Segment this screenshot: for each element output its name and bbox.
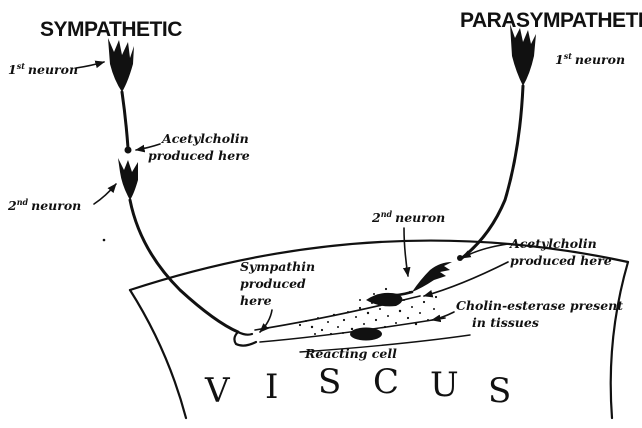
cholinesterase-label: Cholin-esterase present in tissues xyxy=(432,298,623,330)
para-first-neuron-body xyxy=(510,24,536,86)
svg-text:Sympathin: Sympathin xyxy=(240,259,315,274)
svg-text:produced: produced xyxy=(240,276,306,291)
parasympathetic-heading: PARASYMPATHETIC xyxy=(460,9,642,32)
para-acetylcholin-label: Acetylcholin produced here xyxy=(424,236,612,296)
sympathetic-heading: SYMPATHETIC xyxy=(40,18,182,41)
svg-text:Acetylcholin: Acetylcholin xyxy=(509,236,597,251)
tissue-layers xyxy=(255,296,470,352)
symp-first-neuron-body xyxy=(108,38,134,92)
viscus-letter-v: V xyxy=(204,371,231,411)
viscus-letter-u: U xyxy=(430,365,459,405)
sympathetic-neuron-chain xyxy=(108,38,256,346)
reacting-cell-label: Reacting cell xyxy=(304,346,397,361)
svg-text:produced here: produced here xyxy=(510,253,612,268)
ink-speck xyxy=(103,239,106,242)
viscus-letter-s: S xyxy=(318,362,341,402)
viscus-letter-c: C xyxy=(373,362,399,402)
symp-acetylcholin-label: Acetylcholin produced here xyxy=(136,131,250,163)
svg-text:here: here xyxy=(240,293,272,308)
symp-second-neuron-body xyxy=(118,158,138,200)
svg-text:Acetylcholin: Acetylcholin xyxy=(161,131,249,146)
reacting-cell xyxy=(350,328,382,341)
svg-text:Cholin-esterase present: Cholin-esterase present xyxy=(456,298,623,313)
svg-text:produced here: produced here xyxy=(148,148,250,163)
viscus-label: V I S C U S xyxy=(204,362,511,411)
para-second-neuron-body xyxy=(412,262,452,292)
viscus-letter-s2: S xyxy=(488,371,511,411)
viscus-letter-i: I xyxy=(265,367,278,407)
svg-text:in tissues: in tissues xyxy=(472,315,539,330)
